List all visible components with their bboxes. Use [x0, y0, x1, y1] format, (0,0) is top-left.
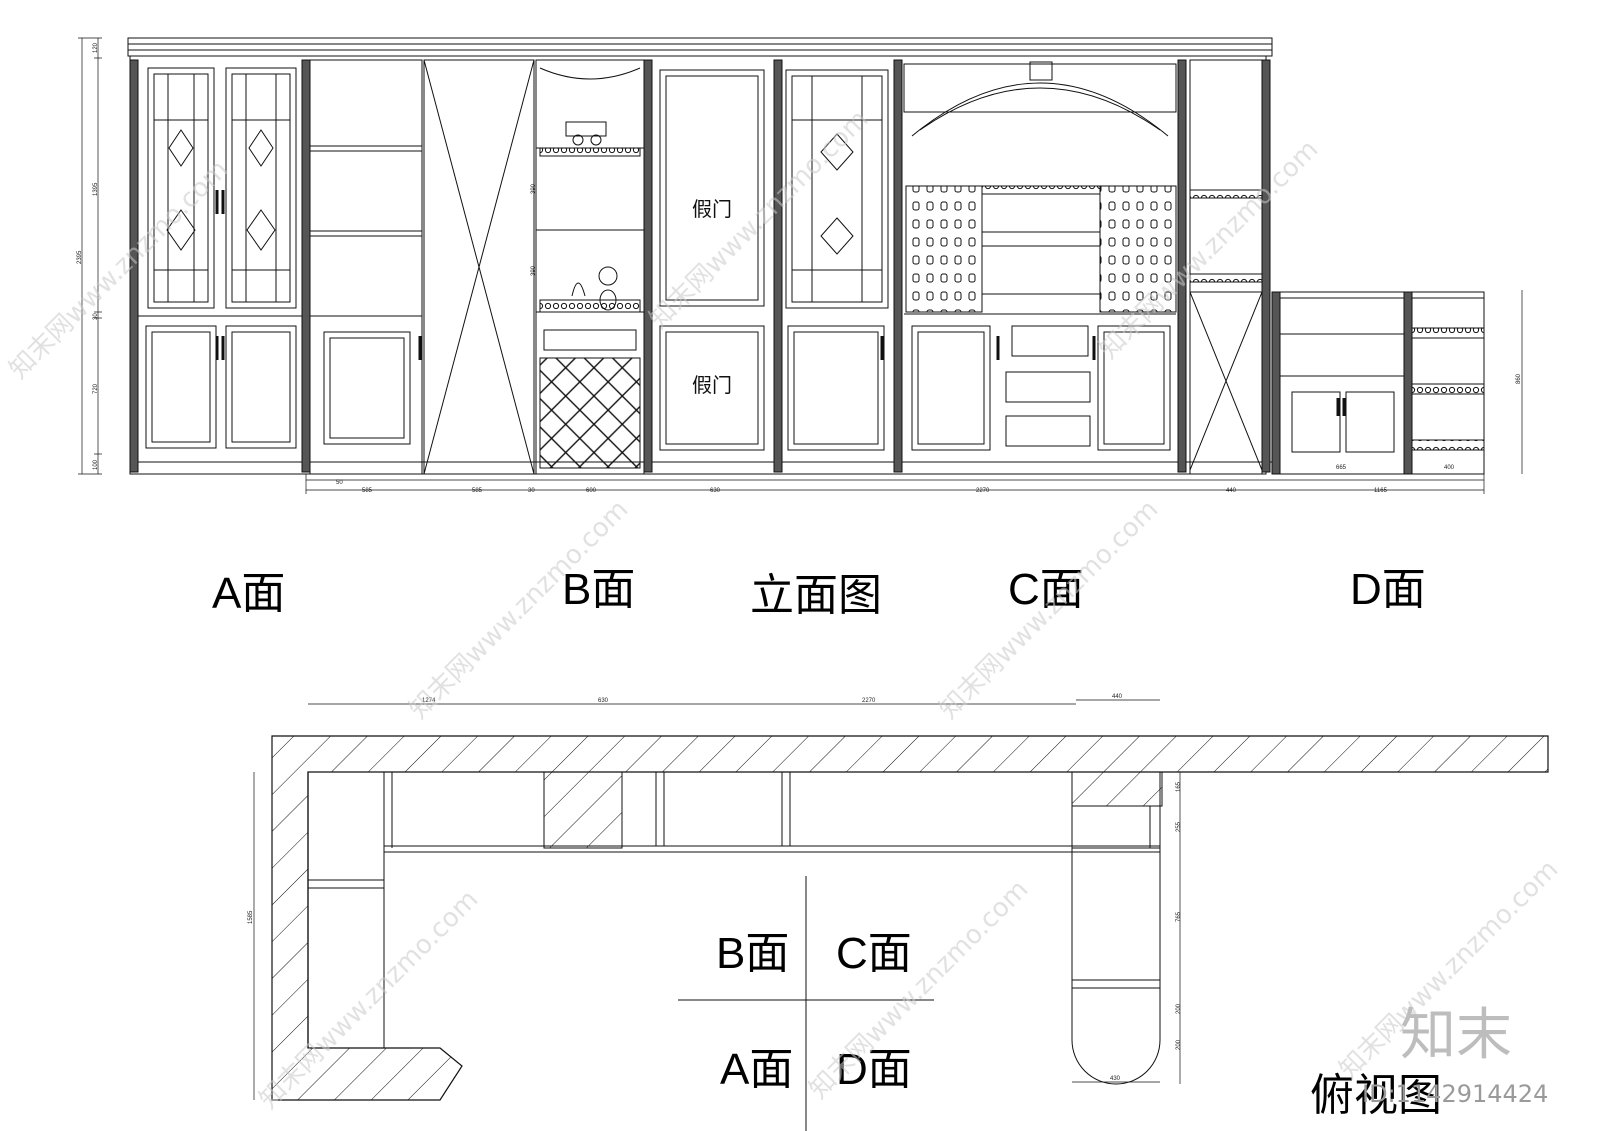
corner-posts	[129, 59, 1271, 473]
elevation-view	[78, 37, 1523, 494]
plan-dim-1274: 1274	[422, 698, 436, 704]
plan-dim-440: 440	[1112, 694, 1123, 700]
plan-key: B面 C面 A面 D面 俯视图	[716, 929, 1442, 1121]
plan-view	[253, 699, 1549, 1131]
fake-door-label-lower: 假门	[692, 373, 732, 397]
watermark-diagonal-2: 知末网www.znzmo.com	[644, 104, 875, 335]
fake-door-label-upper: 假门	[692, 197, 732, 221]
dim-h-720: 720	[93, 383, 99, 394]
plan-dim-165: 165	[1176, 781, 1182, 792]
dim-w-585a: 585	[362, 488, 373, 494]
dim-h-30: 30	[93, 313, 99, 320]
dim-w-440: 440	[1226, 488, 1237, 494]
d-face-tall-shelf	[1189, 59, 1263, 475]
dim-w-1165: 1165	[1374, 488, 1388, 494]
key-c-face: C面	[836, 929, 912, 978]
dim-w-665: 665	[1336, 465, 1347, 471]
face-labels: A面 B面 立面图 C面 D面	[212, 565, 1426, 621]
a-face-open-shelves	[309, 59, 423, 475]
dim-w-30: 30	[528, 488, 535, 494]
plan-dim-430: 430	[1110, 1076, 1121, 1082]
dim-shelf-390a: 390	[531, 183, 537, 194]
dim-d-height: 860	[1516, 373, 1522, 384]
bottom-dimension-lines	[305, 290, 1523, 494]
dim-h-100: 100	[93, 459, 99, 470]
label-b-face: B面	[562, 565, 635, 614]
c-face-wine-bar	[903, 61, 1177, 451]
left-height-dimensions	[78, 37, 102, 475]
watermark-diagonal-7: 知末网www.znzmo.com	[804, 874, 1035, 1105]
fake-doors	[659, 69, 765, 451]
plan-dim-2270: 2270	[862, 698, 876, 704]
c-face-glass-door	[785, 69, 889, 451]
plan-dim-630: 630	[598, 698, 609, 704]
dim-w-50: 50	[336, 480, 343, 486]
plan-dim-255: 255	[1176, 821, 1182, 832]
key-d-face: D面	[836, 1045, 912, 1094]
plan-dim-765: 765	[1176, 911, 1182, 922]
door-handles	[215, 190, 1346, 416]
label-d-face: D面	[1350, 565, 1426, 614]
dim-w-600: 600	[586, 488, 597, 494]
plan-dim-labels: 1274 630 2270 440 1585 165 255 765 200 2…	[248, 694, 1182, 1082]
dim-w-630: 630	[710, 488, 721, 494]
label-c-face: C面	[1008, 565, 1084, 614]
watermark-diagonal-5: 知末网www.znzmo.com	[934, 494, 1165, 725]
key-a-face: A面	[720, 1045, 793, 1094]
elevation-title: 立面图	[750, 570, 882, 621]
a-face-upper-glass-doors	[147, 67, 297, 309]
fake-door-labels: 假门 假门	[692, 197, 732, 397]
watermark-logo: 知末	[1400, 1003, 1512, 1068]
dim-shelf-390b: 390	[531, 265, 537, 276]
plan-title: 俯视图	[1310, 1070, 1442, 1121]
plan-dim-1585: 1585	[248, 910, 254, 924]
crown-molding	[127, 37, 1273, 57]
dim-h-1395: 1395	[93, 182, 99, 196]
plan-dim-200b: 200	[1176, 1039, 1182, 1050]
label-a-face: A面	[212, 569, 285, 618]
dim-h-2395: 2395	[77, 250, 83, 264]
dim-w-585b: 585	[472, 488, 483, 494]
plan-dim-200a: 200	[1176, 1003, 1182, 1014]
dim-h-120: 120	[93, 42, 99, 53]
b-face-display-unit	[535, 59, 645, 475]
watermark-id: ID:1142914424	[1362, 1080, 1548, 1108]
a-face-lower-doors	[138, 315, 302, 449]
dim-w-400: 400	[1444, 465, 1455, 471]
bottom-dim-labels: 50 585 585 30 600 630 2270 440 665 400 1…	[336, 465, 1455, 494]
height-dim-labels: 120 1395 2395 30 720 100 390 390 860	[77, 42, 1522, 470]
d-face-low-cabinet	[1271, 291, 1485, 475]
key-b-face: B面	[716, 929, 789, 978]
dim-w-2270: 2270	[976, 488, 990, 494]
corner-panel-x	[423, 59, 535, 475]
